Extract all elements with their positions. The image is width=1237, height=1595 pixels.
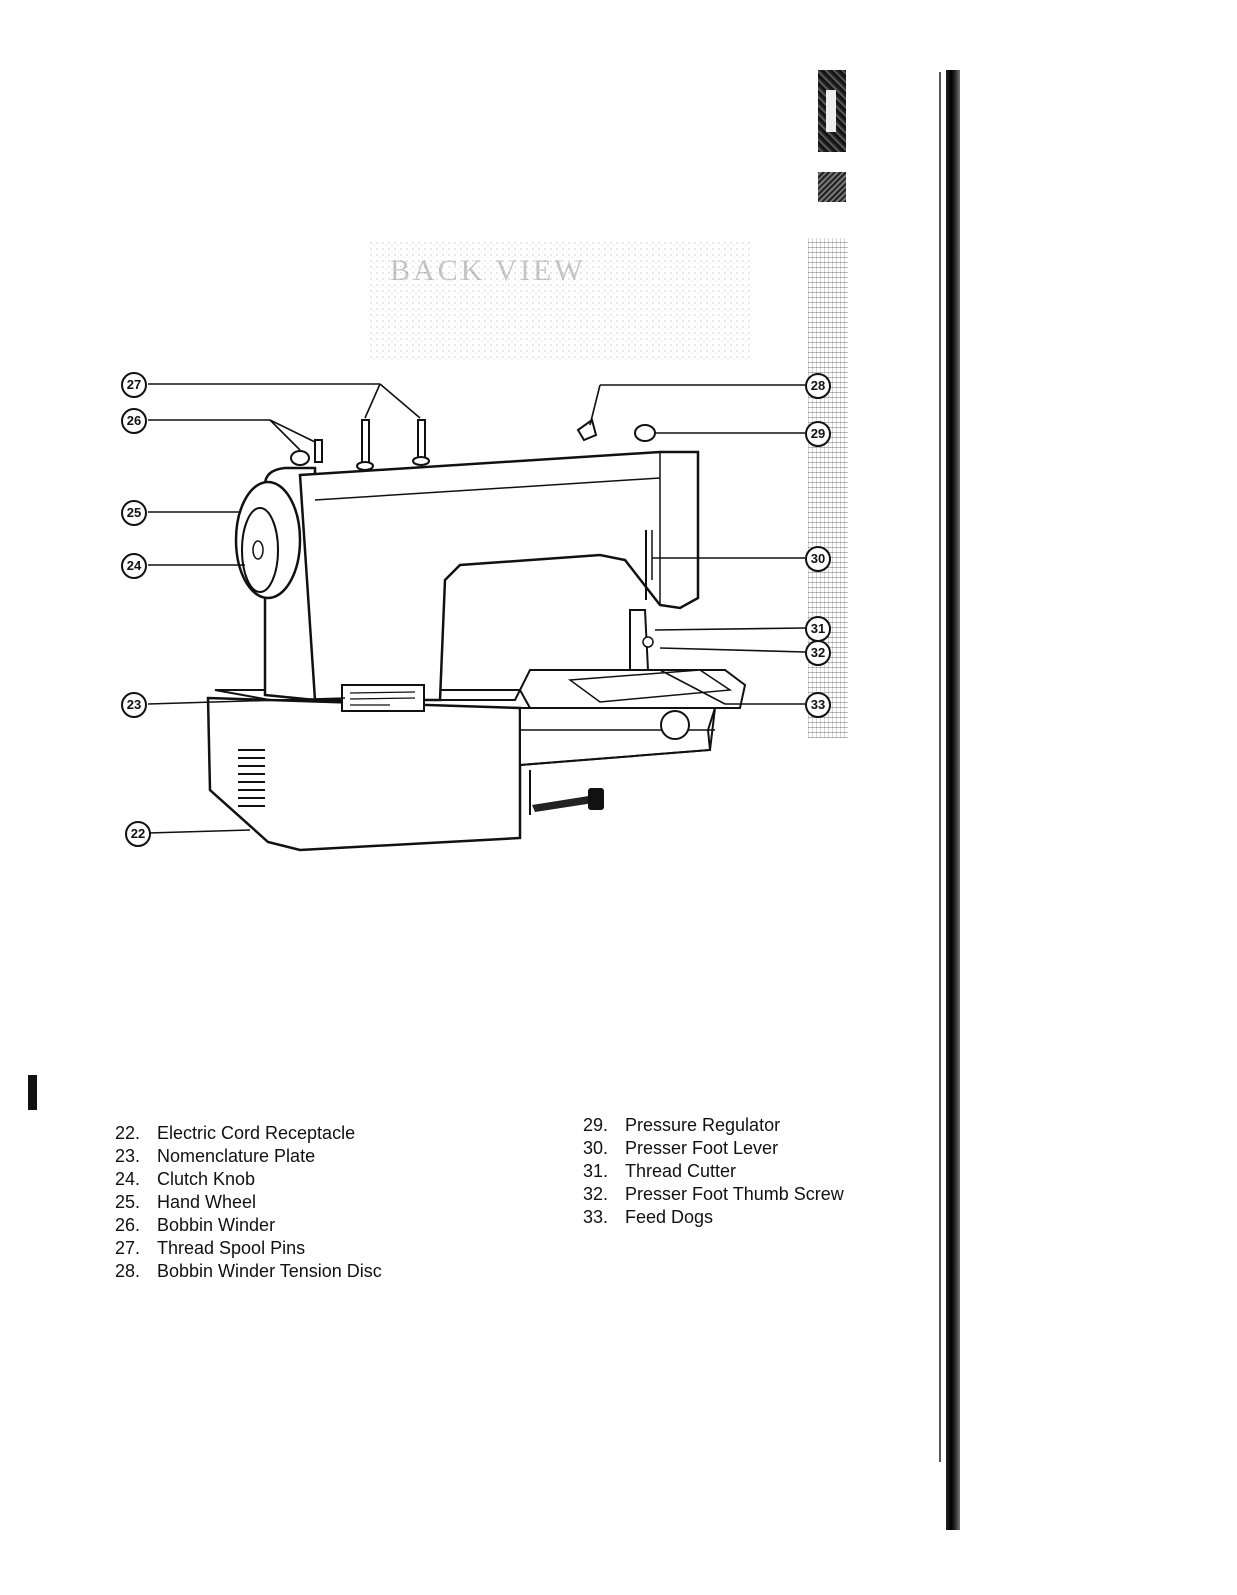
- callout-23: 23: [121, 692, 147, 718]
- legend-item: 29.Pressure Regulator: [583, 1114, 844, 1137]
- callout-24: 24: [121, 553, 147, 579]
- callout-32: 32: [805, 640, 831, 666]
- page-edge-rule: [946, 70, 960, 1530]
- scan-mark: [28, 1075, 37, 1110]
- callout-26: 26: [121, 408, 147, 434]
- callout-31: 31: [805, 616, 831, 642]
- legend-item: 22.Electric Cord Receptacle: [115, 1122, 382, 1145]
- binding-line: [939, 72, 941, 1462]
- legend-item: 30.Presser Foot Lever: [583, 1137, 844, 1160]
- section-tab: [818, 70, 846, 152]
- legend-item: 32.Presser Foot Thumb Screw: [583, 1183, 844, 1206]
- legend-item: 31.Thread Cutter: [583, 1160, 844, 1183]
- section-tab-lower: [818, 172, 846, 202]
- callout-29: 29: [805, 421, 831, 447]
- parts-legend-right: 29.Pressure Regulator 30.Presser Foot Le…: [583, 1114, 844, 1229]
- legend-item: 23.Nomenclature Plate: [115, 1145, 382, 1168]
- legend-item: 26.Bobbin Winder: [115, 1214, 382, 1237]
- callout-28: 28: [805, 373, 831, 399]
- legend-item: 25.Hand Wheel: [115, 1191, 382, 1214]
- callout-25: 25: [121, 500, 147, 526]
- parts-legend-left: 22.Electric Cord Receptacle 23.Nomenclat…: [115, 1122, 382, 1283]
- legend-item: 33.Feed Dogs: [583, 1206, 844, 1229]
- callout-33: 33: [805, 692, 831, 718]
- legend-item: 28.Bobbin Winder Tension Disc: [115, 1260, 382, 1283]
- callout-27: 27: [121, 372, 147, 398]
- legend-item: 27.Thread Spool Pins: [115, 1237, 382, 1260]
- callout-30: 30: [805, 546, 831, 572]
- sewing-machine-back-view-illustration: BACK VIEW: [100, 230, 860, 880]
- callout-22: 22: [125, 821, 151, 847]
- legend-item: 24.Clutch Knob: [115, 1168, 382, 1191]
